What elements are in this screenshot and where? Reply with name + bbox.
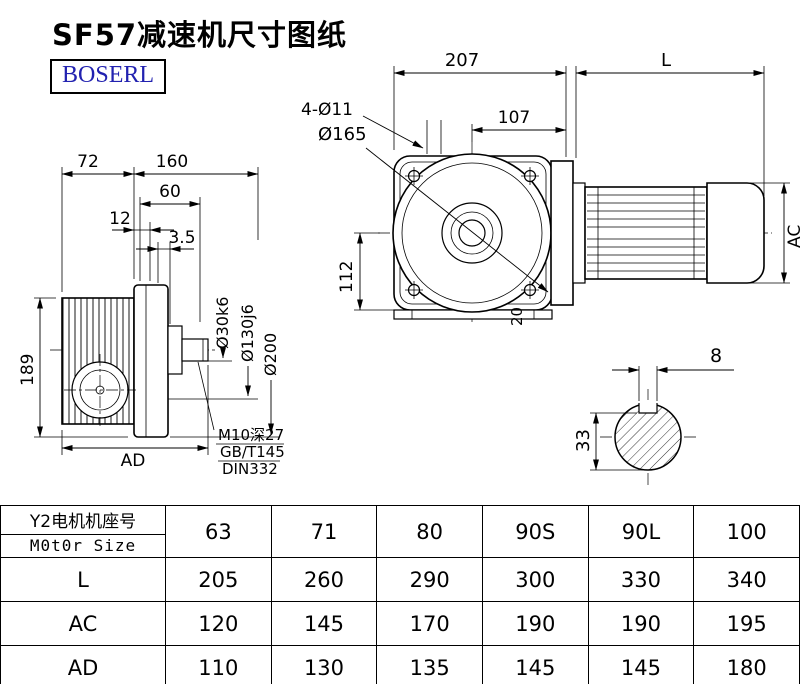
dim-112-label: 112 [337, 261, 357, 293]
motor-size-label-cn: Y2电机机座号 [1, 506, 165, 535]
table-row-motor-size: Y2电机机座号 M0t0r Size 63 71 80 90S 90L 100 [0, 505, 800, 558]
dim-12-label: 12 [109, 209, 131, 229]
cell-value: 195 [693, 601, 800, 646]
left-view: 72 160 60 12 3.5 [18, 152, 285, 478]
dia-spigot-label: Ø130j6 [238, 304, 257, 362]
table-row-L: L 205 260 290 300 330 340 [0, 557, 800, 602]
cell-value: 205 [165, 557, 272, 602]
cell-value: 190 [481, 601, 589, 646]
cell-value: 180 [693, 645, 800, 684]
size-value: 90S [481, 505, 589, 558]
fan-cover [706, 182, 765, 284]
shaft-circle [614, 403, 682, 471]
size-value: 71 [270, 505, 378, 558]
output-shaft [181, 338, 209, 362]
dim-189-label: 189 [18, 354, 38, 386]
note-thread-label: M10深27 [218, 426, 284, 444]
cell-value: 170 [376, 601, 483, 646]
size-value: 80 [376, 505, 483, 558]
table-row-AD: AD 110 130 135 145 145 180 [0, 645, 800, 684]
motor-size-label-en: M0t0r Size [29, 536, 137, 555]
dim-ad-label: AD [121, 451, 146, 471]
row-label: L [0, 557, 166, 602]
dim-l-label: L [661, 50, 671, 71]
shaft-section: 8 33 [573, 345, 734, 485]
boserl-logo: BOSERL [50, 59, 167, 94]
cell-value: 145 [270, 601, 378, 646]
motor-flange [550, 160, 574, 306]
cell-value: 260 [270, 557, 378, 602]
dim-20-label: 20 [508, 307, 526, 326]
technical-drawing: 72 160 60 12 3.5 [18, 50, 800, 485]
dim-207-label: 207 [445, 50, 479, 71]
dia-flange-label: Ø200 [261, 333, 280, 376]
dim-160-label: 160 [156, 152, 188, 172]
page-title: SF57减速机尺寸图纸 [52, 18, 348, 52]
cell-value: 290 [376, 557, 483, 602]
dim-3-5-label: 3.5 [168, 228, 195, 248]
dim-72-label: 72 [77, 152, 99, 172]
output-flange [133, 284, 169, 438]
cell-value: 145 [587, 645, 695, 684]
cell-value: 330 [587, 557, 695, 602]
cell-value: 190 [587, 601, 695, 646]
size-value: 63 [165, 505, 272, 558]
size-value: 90L [587, 505, 695, 558]
motor-view: L AC [550, 50, 800, 306]
cell-value: 135 [376, 645, 483, 684]
cell-value: 120 [165, 601, 272, 646]
spec-table: Y2电机机座号 M0t0r Size 63 71 80 90S 90L 100 … [0, 505, 800, 684]
cell-value: 340 [693, 557, 800, 602]
motor-size-header-cell: Y2电机机座号 M0t0r Size [0, 505, 166, 558]
cell-value: 300 [481, 557, 589, 602]
dia-165-label: Ø165 [318, 124, 367, 145]
bolt-holes-label: 4-Ø11 [301, 100, 353, 120]
table-row-AC: AC 120 145 170 190 190 195 [0, 601, 800, 646]
keyway [638, 403, 658, 414]
cell-value: 110 [165, 645, 272, 684]
dim-107-label: 107 [498, 108, 530, 128]
row-label: AD [0, 645, 166, 684]
row-label: AC [0, 601, 166, 646]
note-standard2-label: DIN332 [222, 460, 278, 478]
note-standard1-label: GB/T145 [220, 443, 285, 461]
motor-body [584, 186, 708, 280]
size-value: 100 [693, 505, 800, 558]
dim-60-label: 60 [159, 182, 181, 202]
dim-33-label: 33 [573, 429, 594, 452]
front-view: 207 107 4-Ø11 Ø165 112 20 [301, 50, 772, 326]
dim-ac-label: AC [785, 225, 800, 248]
cell-value: 145 [481, 645, 589, 684]
dim-8-label: 8 [710, 345, 722, 367]
cell-value: 130 [270, 645, 378, 684]
dia-shaft-label: Ø30k6 [213, 297, 232, 349]
